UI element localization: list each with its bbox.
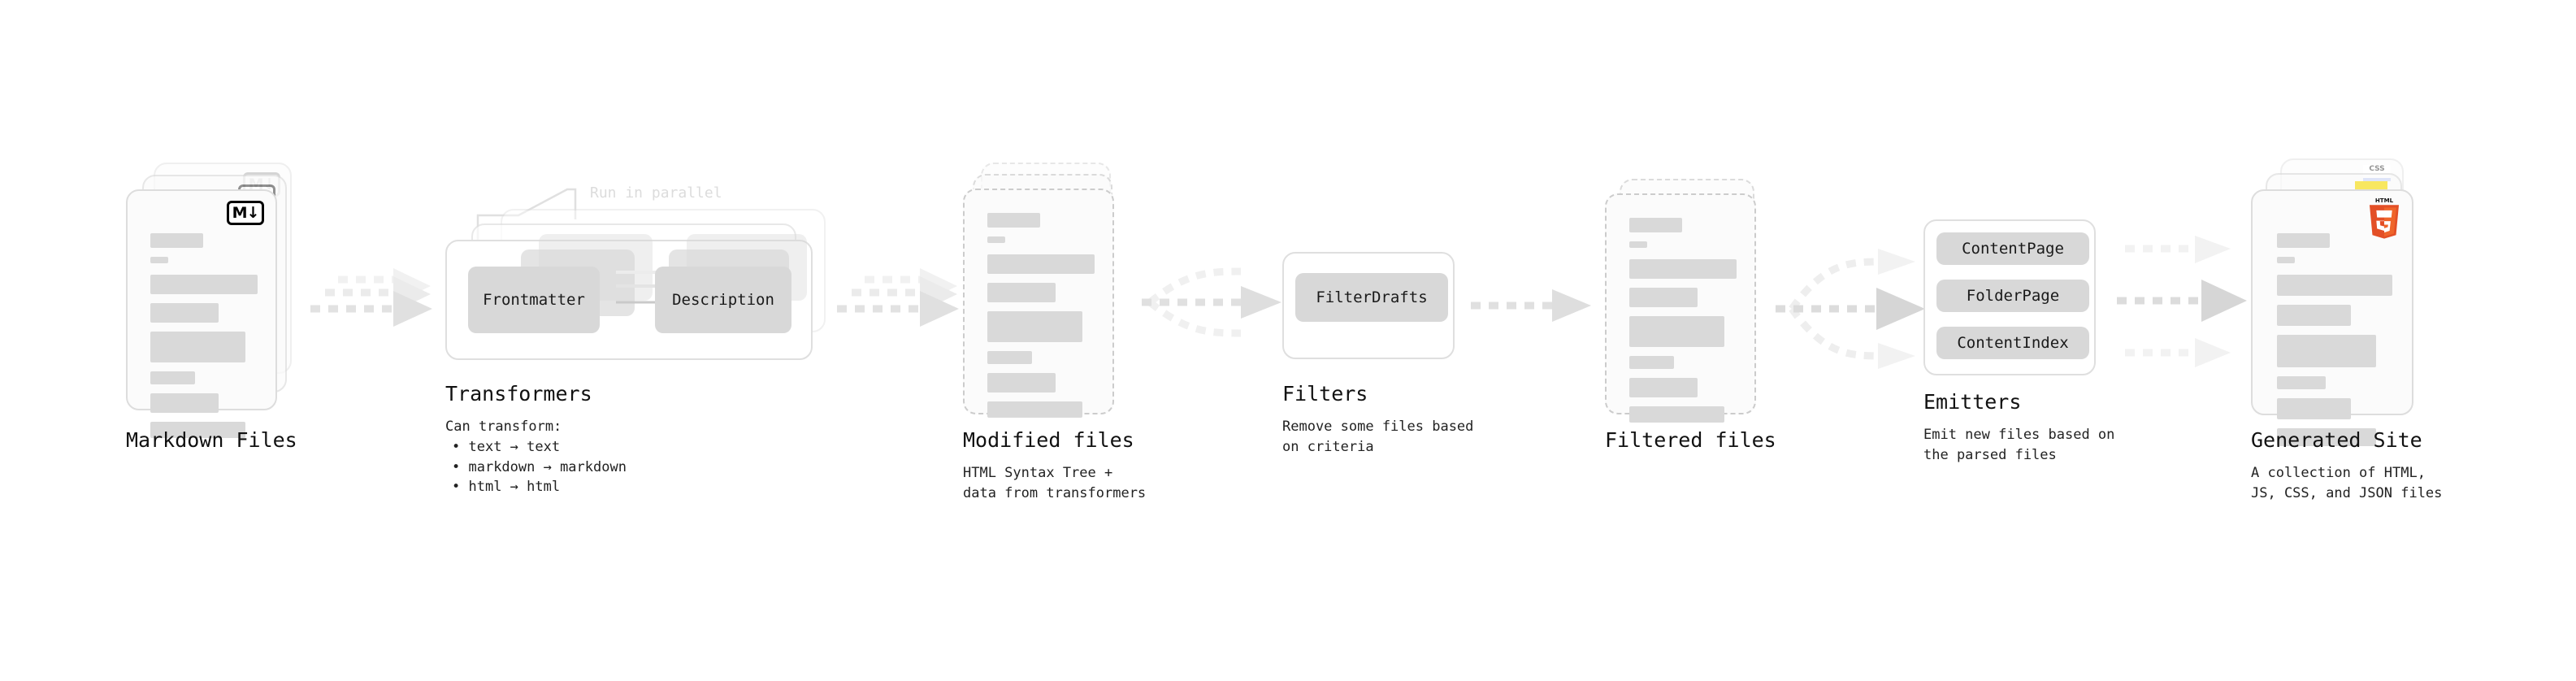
bullet-markdown-markdown: markdown → markdown xyxy=(452,458,626,478)
stage-title-filters: Filters xyxy=(1282,382,1368,406)
skeleton-bar xyxy=(987,213,1040,228)
skeleton-bar xyxy=(987,283,1056,302)
markdown-file-stack: M↓ M↓ M↓ xyxy=(126,163,305,438)
skeleton-bar xyxy=(987,373,1056,393)
html5-badge: HTML xyxy=(2369,197,2400,239)
stage-transformers: Run in parallel Frontmatter Description xyxy=(445,184,827,370)
emitters-subtitle: Emit new files based on the parsed files xyxy=(1923,427,2115,463)
arrow-transformers-to-modified xyxy=(837,268,959,327)
arrow-filters-to-filtered xyxy=(1471,289,1591,322)
skeleton-bar xyxy=(1629,288,1698,307)
stage-modified-files xyxy=(963,163,1142,423)
modified-files-subtitle: HTML Syntax Tree + data from transformer… xyxy=(963,465,1147,501)
skeleton-bar xyxy=(150,371,196,384)
skeleton-bar xyxy=(987,254,1095,274)
skeleton-bar xyxy=(2277,233,2330,248)
transformers-subtitle: Can transform: xyxy=(445,419,562,435)
skeleton-bar xyxy=(150,332,246,362)
stage-title-modified-files: Modified files xyxy=(963,428,1134,452)
skeleton-bar xyxy=(150,303,219,323)
generated-site-subtitle: A collection of HTML, JS, CSS, and JSON … xyxy=(2251,465,2443,501)
skeleton-bar xyxy=(1629,378,1698,397)
doc-card-front xyxy=(963,189,1114,418)
stage-markdown-files: M↓ M↓ M↓ xyxy=(126,163,305,438)
svg-text:HTML: HTML xyxy=(2375,197,2394,204)
pill-folderpage[interactable]: FolderPage xyxy=(1936,280,2089,312)
skeleton-bars xyxy=(987,213,1095,427)
transformers-bullets: text → text markdown → markdown html → h… xyxy=(452,437,627,497)
doc-card-front-html: HTML xyxy=(2251,189,2413,446)
skeleton-bar xyxy=(2277,275,2392,296)
run-in-parallel-label: Run in parallel xyxy=(590,184,722,202)
arrow-markdown-to-transformers xyxy=(310,268,432,327)
skeleton-bar xyxy=(2277,335,2377,367)
skeleton-bars xyxy=(2277,233,2392,455)
stage-filtered-files xyxy=(1605,163,1784,423)
skeleton-bar xyxy=(150,275,258,294)
skeleton-bar xyxy=(987,351,1033,364)
skeleton-bar xyxy=(2277,398,2351,419)
skeleton-bar xyxy=(987,401,1083,418)
stage-title-emitters: Emitters xyxy=(1923,390,2022,414)
skeleton-bar xyxy=(150,233,203,248)
filters-subtitle: Remove some files based on criteria xyxy=(1282,419,1474,455)
skeleton-bar xyxy=(987,236,1005,243)
markdown-badge: M↓ xyxy=(227,201,264,225)
pill-description[interactable]: Description xyxy=(655,267,791,333)
doc-card-front: M↓ xyxy=(126,189,277,438)
skeleton-bar xyxy=(2277,428,2377,446)
run-in-parallel-leader xyxy=(476,188,577,244)
skeleton-bar xyxy=(1629,406,1725,423)
skeleton-bar xyxy=(150,257,168,263)
generated-site-stack: CSS HTML xyxy=(2251,158,2438,446)
skeleton-bar xyxy=(1629,259,1737,279)
stage-title-filtered-files: Filtered files xyxy=(1605,428,1776,452)
skeleton-bar xyxy=(2277,376,2326,389)
stage-generated-site: CSS HTML xyxy=(2251,158,2438,446)
bullet-text-text: text → text xyxy=(452,437,627,458)
skeleton-bar xyxy=(1629,218,1682,232)
skeleton-bars xyxy=(1629,218,1737,432)
skeleton-bars xyxy=(150,233,258,447)
skeleton-bar xyxy=(1629,241,1647,248)
modified-file-stack xyxy=(963,163,1142,423)
pill-contentindex[interactable]: ContentIndex xyxy=(1936,327,2089,359)
pill-frontmatter[interactable]: Frontmatter xyxy=(468,267,600,333)
arrow-emitters-to-site xyxy=(2117,236,2247,367)
arrow-filtered-to-emitters xyxy=(1776,249,1925,369)
skeleton-bar xyxy=(150,393,219,413)
pill-contentpage[interactable]: ContentPage xyxy=(1936,232,2089,265)
skeleton-bar xyxy=(987,311,1083,342)
stage-title-markdown-files: Markdown Files xyxy=(126,428,297,452)
skeleton-bar xyxy=(2277,305,2351,326)
pill-filterdrafts[interactable]: FilterDrafts xyxy=(1295,273,1448,322)
skeleton-bar xyxy=(150,422,246,438)
skeleton-bar xyxy=(2277,257,2295,263)
stage-title-transformers: Transformers xyxy=(445,382,592,406)
doc-card-front xyxy=(1605,193,1756,423)
skeleton-bar xyxy=(1629,316,1725,347)
skeleton-bar xyxy=(1629,356,1675,369)
stage-title-generated-site: Generated Site xyxy=(2251,428,2422,452)
bullet-html-html: html → html xyxy=(452,477,627,497)
arrow-modified-to-filters xyxy=(1142,267,1281,337)
filtered-file-stack xyxy=(1605,163,1784,423)
